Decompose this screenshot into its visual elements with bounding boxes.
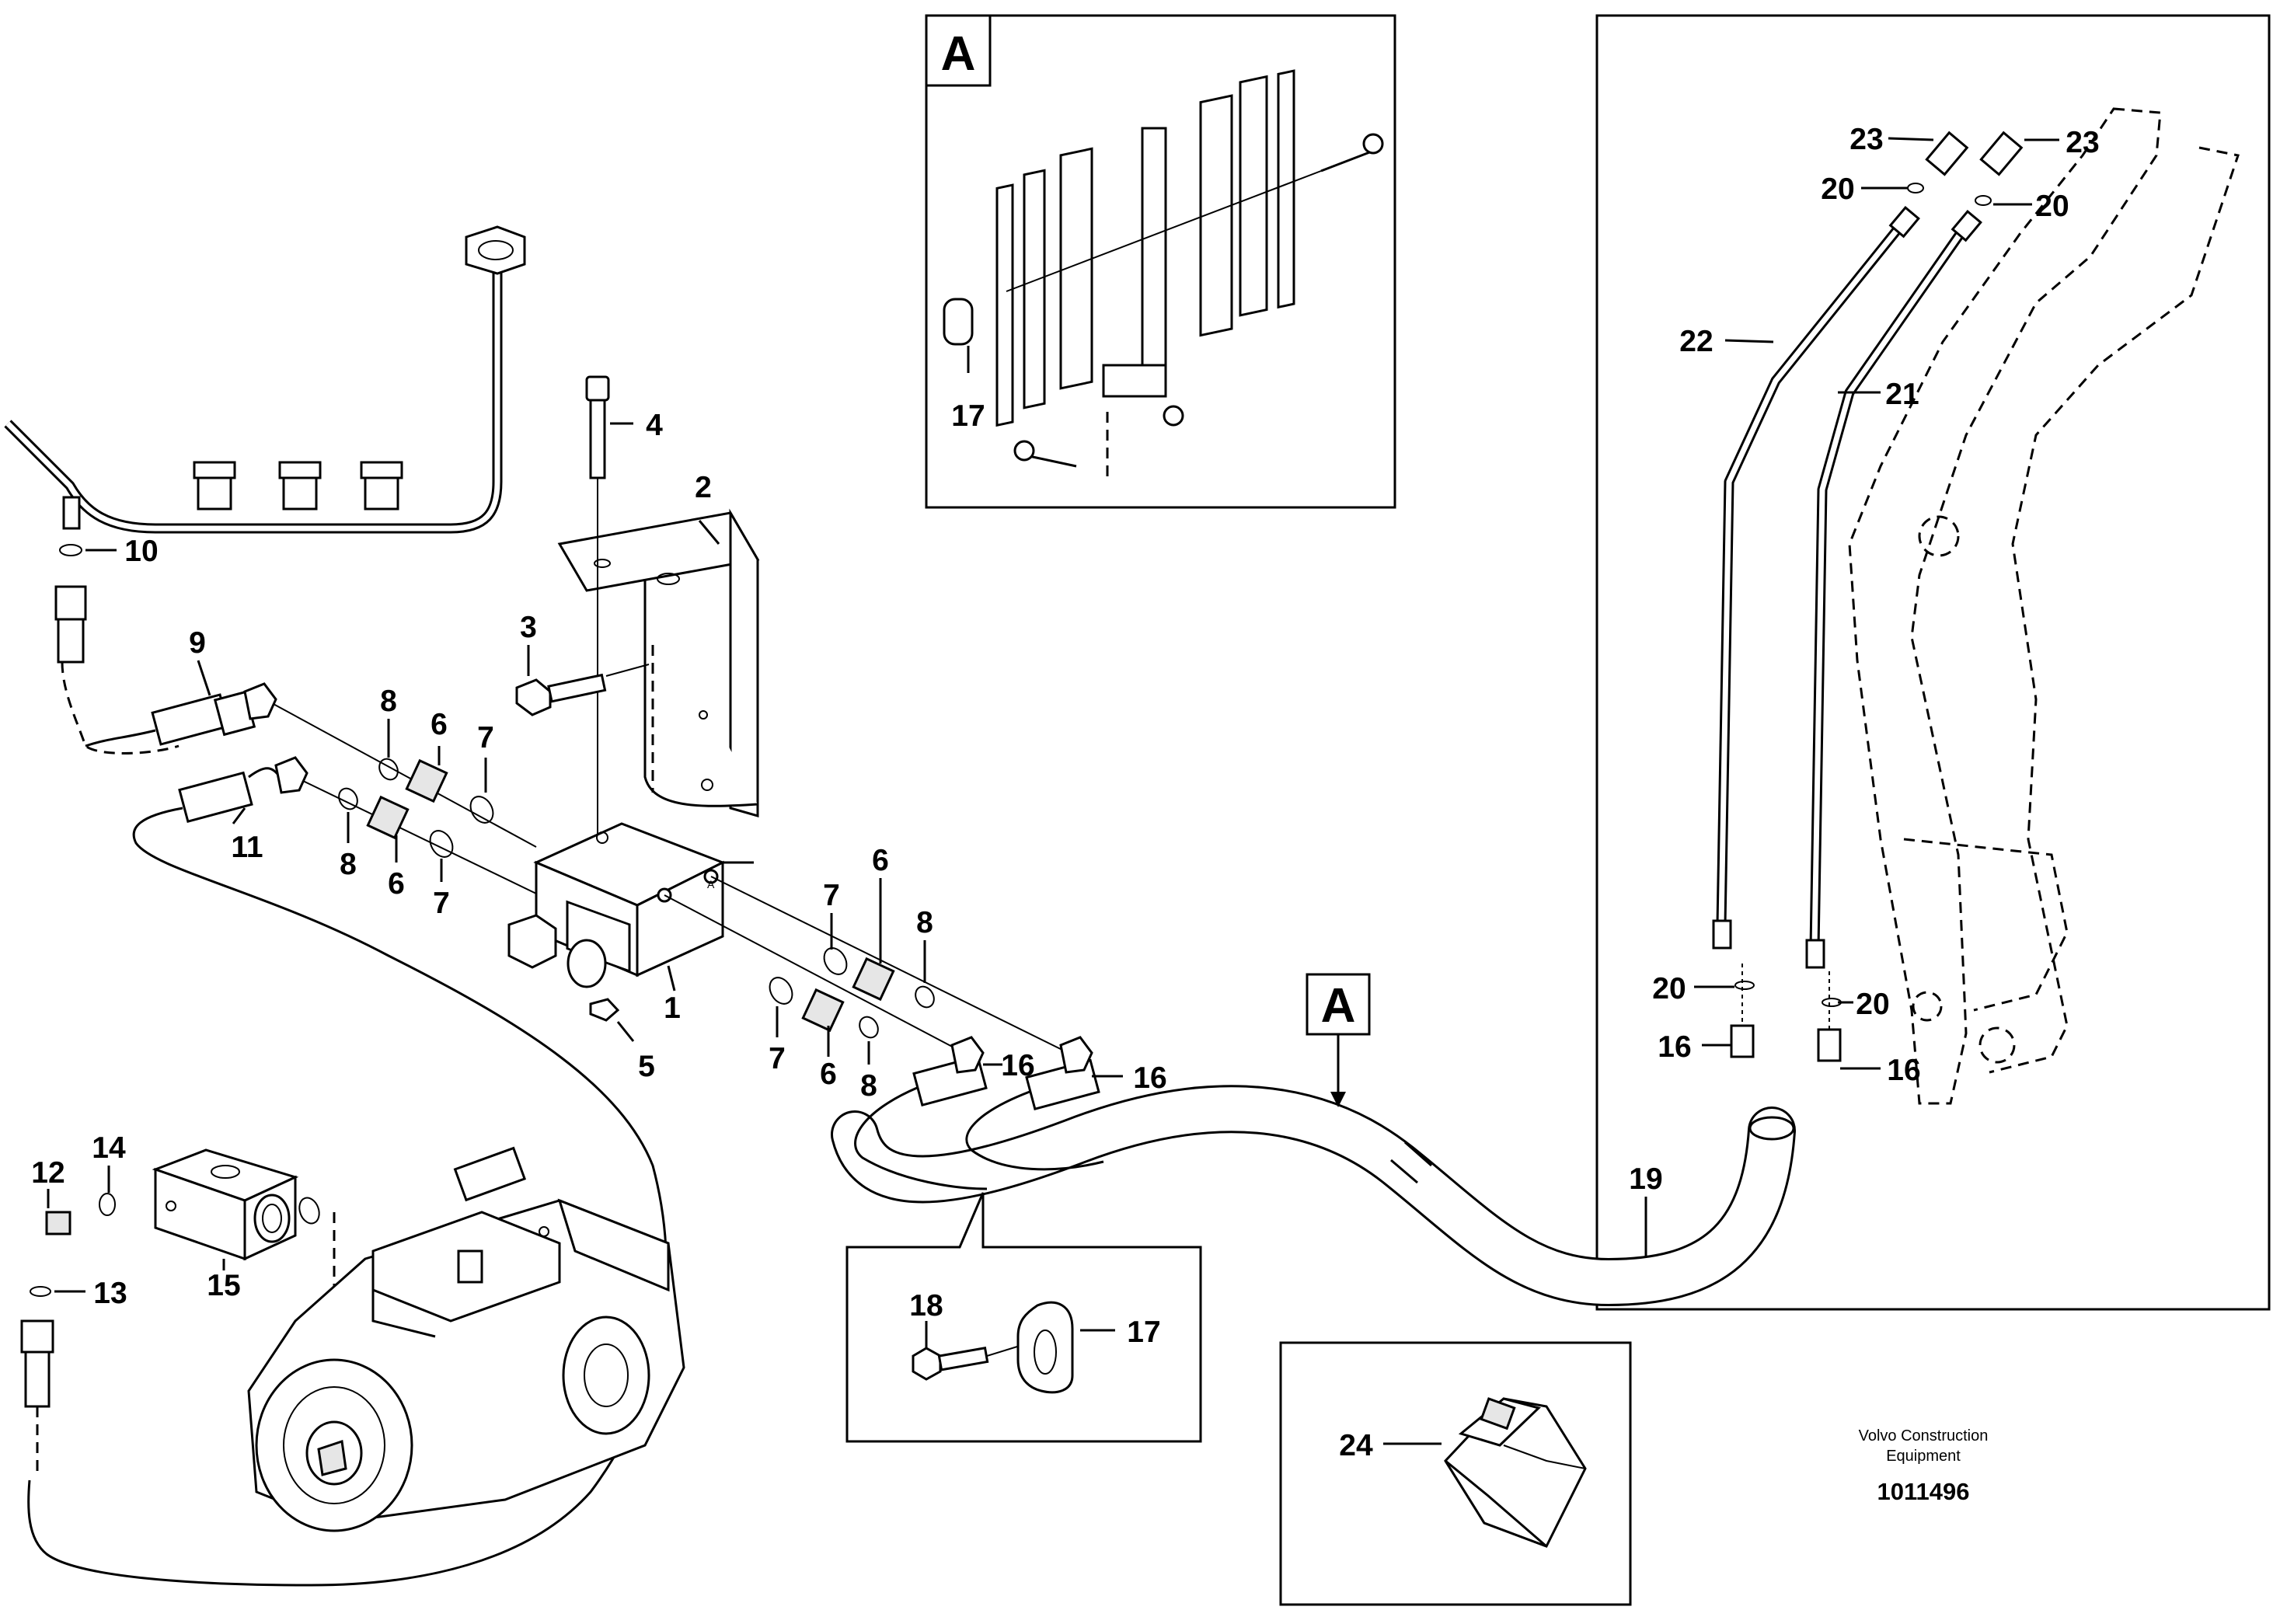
callout-22-label: 22 — [1679, 325, 1713, 358]
callout-13-label: 13 — [93, 1277, 127, 1310]
pipe-22 — [1716, 218, 1909, 925]
pipe-21 — [1809, 222, 1971, 949]
callout-24-label: 24 — [1339, 1429, 1373, 1462]
callout-19-label: 19 — [1629, 1162, 1662, 1196]
callout-8a-label: 8 — [380, 685, 397, 718]
callout-5-label: 5 — [638, 1050, 655, 1083]
callout-1-label: 1 — [664, 991, 681, 1025]
hose-16-pair: 16 16 — [854, 1036, 1167, 1190]
callout-8d-label: 8 — [860, 1069, 877, 1103]
callout-7b-label: 7 — [433, 887, 450, 920]
callout-6c-label: 6 — [872, 844, 889, 877]
switch-detail-inset: 24 — [1279, 1341, 1632, 1606]
hose-marker-a-label: A — [1321, 979, 1356, 1033]
callout-6a-label: 6 — [431, 708, 448, 741]
right-fittings: 7 6 8 7 6 8 — [769, 844, 935, 1103]
flange-15: 15 — [152, 1148, 336, 1305]
callout-15-label: 15 — [207, 1269, 240, 1302]
callout-7a-label: 7 — [477, 721, 494, 754]
callout-2-label: 2 — [695, 471, 712, 504]
callout-3-label: 3 — [520, 611, 537, 644]
callout-16b-label: 16 — [1133, 1061, 1166, 1095]
callout-21-label: 21 — [1885, 378, 1919, 411]
callout-23a-label: 23 — [1849, 123, 1883, 156]
hose-9: 9 — [85, 626, 277, 748]
callout-8b-label: 8 — [340, 848, 357, 881]
bracket-2: 2 — [557, 471, 760, 817]
detail-a-marker-label: A — [941, 27, 976, 81]
detail-a-inset: A 17 — [925, 14, 1396, 509]
hydraulic-pump — [247, 1146, 685, 1532]
callout-7c-label: 7 — [823, 879, 840, 912]
callout-17-label: 17 — [951, 399, 985, 433]
clamp-detail-inset: 18 17 — [845, 1192, 1202, 1443]
callout-16c-label: 16 — [1658, 1030, 1691, 1064]
detail-a-marker-hose: A — [1306, 973, 1371, 1107]
brand-line-1: Volvo Construction — [1859, 1427, 1989, 1445]
callout-8c-label: 8 — [916, 906, 933, 939]
port-a-stamp: A — [707, 878, 715, 890]
callout-17b-label: 17 — [1127, 1316, 1160, 1349]
valve-block-1: A 1 5 — [507, 822, 754, 1083]
callout-7d-label: 7 — [769, 1042, 786, 1075]
bolt-3: 3 — [515, 611, 650, 716]
callout-6b-label: 6 — [388, 867, 405, 901]
footer-brand: Volvo Construction Equipment 1011496 — [1859, 1427, 1989, 1505]
callout-20a-label: 20 — [1821, 173, 1854, 206]
boom-outline — [1848, 107, 2240, 1105]
callout-6d-label: 6 — [820, 1058, 837, 1091]
callout-20d-label: 20 — [1856, 988, 1889, 1021]
callout-18-label: 18 — [909, 1289, 943, 1323]
callout-16d-label: 16 — [1887, 1054, 1920, 1087]
brand-line-2: Equipment — [1886, 1448, 1961, 1465]
document-number: 1011496 — [1877, 1478, 1970, 1505]
callout-14-label: 14 — [92, 1131, 126, 1165]
boom-lines-inset: 23 23 20 20 22 21 20 20 16 16 19 — [1595, 14, 2271, 1311]
clamp-plates-assembly — [943, 69, 1384, 482]
callout-16a-label: 16 — [1001, 1049, 1034, 1082]
hose-bundle-19 — [831, 1085, 1796, 1307]
bolt-4: 4 — [585, 375, 663, 835]
left-fittings: 8 6 7 8 6 7 — [338, 685, 494, 920]
callout-4-label: 4 — [646, 409, 663, 442]
callout-11-label: 11 — [231, 831, 263, 864]
supply-pipe: 10 — [4, 225, 526, 754]
callout-20c-label: 20 — [1652, 972, 1686, 1005]
callout-20b-label: 20 — [2035, 190, 2069, 223]
callout-10-label: 10 — [124, 535, 158, 568]
callout-9-label: 9 — [189, 626, 206, 660]
fitting-12-14: 12 14 13 — [20, 1131, 127, 1476]
callout-23b-label: 23 — [2066, 126, 2099, 159]
callout-12-label: 12 — [31, 1156, 64, 1190]
